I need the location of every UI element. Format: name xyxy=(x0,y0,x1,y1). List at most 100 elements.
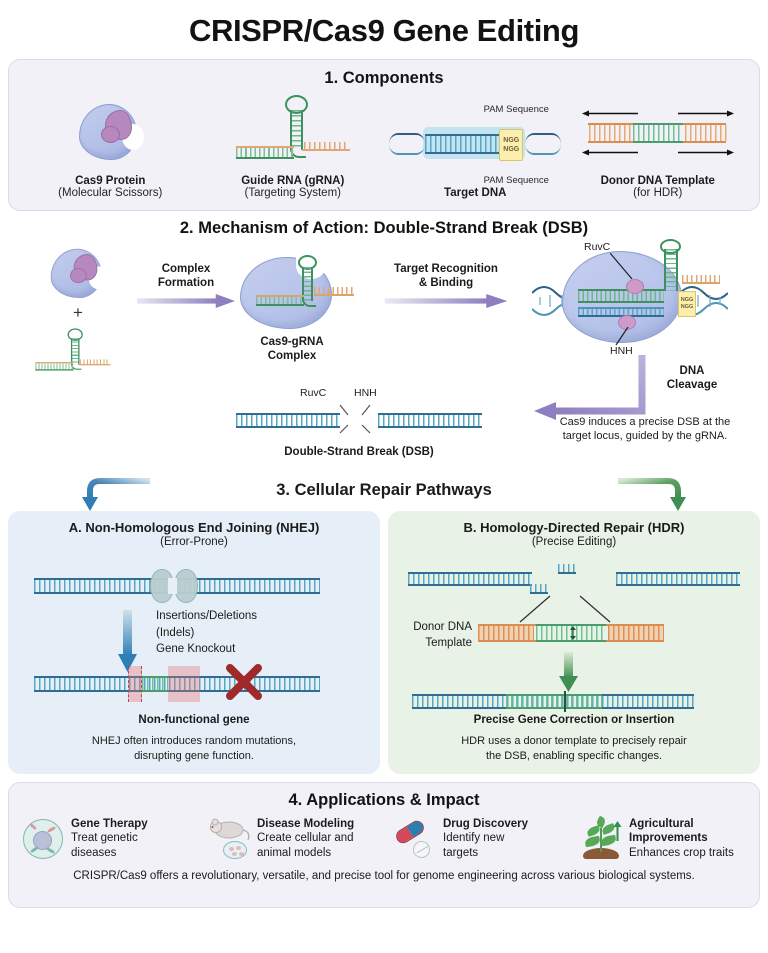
application-gene-therapy: Gene Therapy Treat genetic diseases xyxy=(21,817,201,861)
component-label: Guide RNA (gRNA) xyxy=(241,175,345,187)
application-title: Drug Discovery xyxy=(443,817,529,830)
hdr-result: Precise Gene Correction or Insertion xyxy=(473,714,675,726)
component-target-dna: PAM Sequence NGG NGG PAM Sequence Target… xyxy=(387,104,563,199)
application-desc-line1: Identify new xyxy=(443,832,505,845)
applications-footer: CRISPR/Cas9 offers a revolutionary, vers… xyxy=(73,869,695,882)
note-line1: Cas9 induces a precise DSB at the xyxy=(559,416,731,428)
component-donor-dna: Donor DNA Template (for HDR) xyxy=(570,94,746,199)
pam-label-top: PAM Sequence xyxy=(483,104,549,115)
section-components: 1. Components Cas9 Protein (Molecular Sc… xyxy=(8,59,760,211)
cleavage-line1: DNA xyxy=(679,365,705,377)
dsb-caption: Double-Strand Break (DSB) xyxy=(284,446,434,458)
hdr-illustration: Donor DNA Template xyxy=(398,558,750,712)
ruvc-domain-dot xyxy=(626,279,644,294)
cas9-grna-complex-icon xyxy=(240,251,360,333)
application-agriculture: Agricultural Improvements Enhances crop … xyxy=(579,815,747,861)
hdr-down-arrow-icon xyxy=(559,652,578,692)
section-repair-pathways: 3. Cellular Repair Pathways A. Non-Homol… xyxy=(6,478,762,774)
arrow-complex-formation: Complex Formation xyxy=(130,263,242,313)
hnh-leader-line xyxy=(615,327,629,346)
homology-leader-lines xyxy=(519,595,611,623)
cut-marks-icon xyxy=(339,404,371,434)
nhej-title: A. Non-Homologous End Joining (NHEJ) xyxy=(68,520,320,535)
label-hnh: HNH xyxy=(610,345,633,357)
pam-code-bottom: NGG xyxy=(503,146,520,153)
application-desc-line2: targets xyxy=(443,846,479,859)
application-title: Gene Therapy xyxy=(71,817,148,830)
section-applications: 4. Applications & Impact Gene Therapy Tr… xyxy=(8,781,760,908)
hdr-foot-line1: HDR uses a donor template to precisely r… xyxy=(461,735,687,747)
mouse-icon xyxy=(207,817,251,861)
arrow2-line1: Target Recognition xyxy=(394,263,498,275)
complex-caption-line1: Cas9-gRNA xyxy=(260,336,324,348)
pam-code-top: NGG xyxy=(503,136,520,144)
component-label: Target DNA xyxy=(444,187,507,199)
application-desc-line2: diseases xyxy=(71,846,117,859)
purple-arrow-icon xyxy=(384,293,508,308)
component-grna: Guide RNA (gRNA) (Targeting System) xyxy=(205,94,381,199)
inserted-sequence xyxy=(142,676,168,692)
blue-branch-arrow-icon xyxy=(82,478,150,511)
application-title: Agricultural xyxy=(629,817,694,830)
application-desc-line1: Treat genetic xyxy=(71,832,138,845)
plant-icon xyxy=(579,815,623,861)
note-line2: target locus, guided by the gRNA. xyxy=(562,430,728,443)
donor-template-label: Donor DNA Template xyxy=(400,620,472,651)
application-disease-modeling: Disease Modeling Create cellular and ani… xyxy=(207,817,387,861)
donor-line1: Donor DNA xyxy=(413,621,472,633)
nhej-step-line2: (Indels) xyxy=(156,626,195,639)
stage-reactants: + xyxy=(30,247,126,375)
guide-rna-icon xyxy=(30,323,126,375)
arrow-target-recognition: Target Recognition & Binding xyxy=(376,263,516,313)
nhej-step-line1: Insertions/Deletions xyxy=(156,610,257,622)
application-desc-line2: animal models xyxy=(257,846,332,859)
indel-marker xyxy=(128,666,142,702)
application-drug-discovery: Drug Discovery Identify new targets xyxy=(393,817,573,861)
section-mechanism: 2. Mechanism of Action: Double-Strand Br… xyxy=(8,219,760,477)
cleavage-note: Cas9 induces a precise DSB at the target… xyxy=(532,415,758,444)
hdr-subtitle: (Precise Editing) xyxy=(531,536,617,548)
arrow2-line2: & Binding xyxy=(418,276,474,289)
nhej-down-arrow-icon xyxy=(118,610,137,672)
indel-marker xyxy=(168,666,200,702)
pathway-hdr: B. Homology-Directed Repair (HDR) (Preci… xyxy=(388,511,760,774)
stage-dsb: RuvC HNH Double-Strand Break (DSB) xyxy=(236,387,482,459)
target-dna-icon: PAM Sequence NGG NGG PAM Sequence xyxy=(387,104,563,186)
label-ruvc-dsb: RuvC xyxy=(300,387,327,399)
nhej-subtitle: (Error-Prone) xyxy=(160,536,228,548)
corrected-sequence xyxy=(506,694,602,709)
component-label: Donor DNA Template xyxy=(600,175,715,187)
stage-bound-complex: NGG NGG RuvC HNH xyxy=(532,239,728,357)
section4-heading: 4. Applications & Impact xyxy=(288,790,480,809)
nhej-illustration: Insertions/Deletions (Indels) Gene Knock… xyxy=(18,558,370,708)
petri-dish-icon xyxy=(223,840,247,859)
label-ruvc: RuvC xyxy=(584,241,611,253)
label-hnh-dsb: HNH xyxy=(354,387,377,399)
section2-heading: 2. Mechanism of Action: Double-Strand Br… xyxy=(179,219,589,237)
growth-arrow-icon xyxy=(613,820,622,841)
nhej-foot-line1: NHEJ often introduces random mutations, xyxy=(91,735,297,747)
arrow1-line2: Formation xyxy=(157,276,215,289)
page-title: CRISPR/Cas9 Gene Editing xyxy=(188,13,580,48)
component-label: Cas9 Protein xyxy=(75,175,146,187)
complex-caption-line2: Complex xyxy=(267,350,317,363)
ruvc-leader-line xyxy=(610,253,633,280)
knockout-x-icon xyxy=(226,664,262,700)
section3-heading-wrap: 3. Cellular Repair Pathways xyxy=(6,478,762,511)
green-branch-arrow-icon xyxy=(618,478,686,511)
pam-box: NGG NGG xyxy=(499,129,524,161)
pam-label-bottom: PAM Sequence xyxy=(483,175,549,186)
cas9-protein-icon xyxy=(30,247,126,303)
pam-box: NGG NGG xyxy=(678,291,696,317)
bound-complex-icon: NGG NGG RuvC HNH xyxy=(532,239,728,357)
nhej-step-labels: Insertions/Deletions (Indels) Gene Knock… xyxy=(156,608,257,658)
application-desc-line1: Create cellular and xyxy=(257,832,354,845)
donor-dna-icon xyxy=(570,94,746,172)
pathways-row: A. Non-Homologous End Joining (NHEJ) (Er… xyxy=(8,511,760,774)
homology-arrow-bottom xyxy=(581,148,734,157)
application-title-2: Improvements xyxy=(629,832,708,845)
nhej-foot-line2: disrupting gene function. xyxy=(134,749,254,762)
applications-row: Gene Therapy Treat genetic diseases xyxy=(19,815,749,861)
pam-code-top: NGG xyxy=(680,296,694,303)
